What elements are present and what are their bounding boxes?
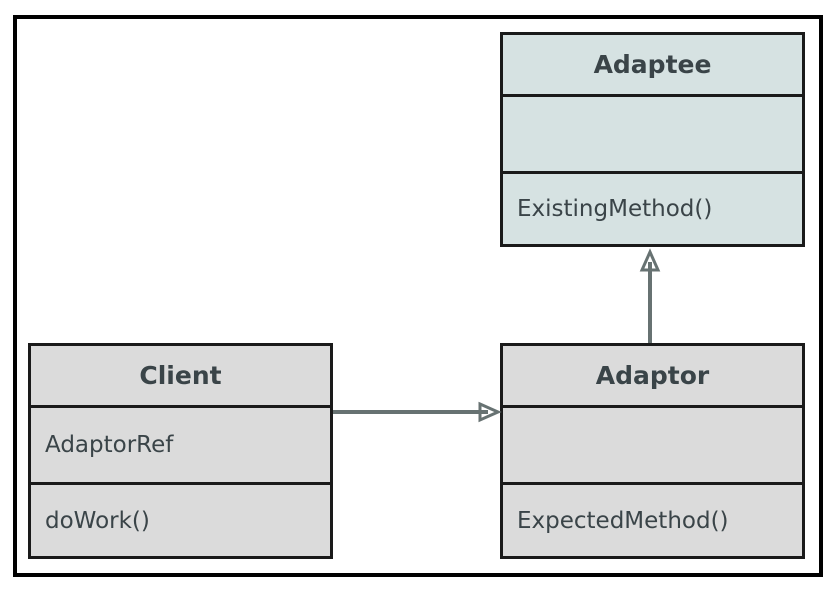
client-class-name: Client bbox=[139, 361, 222, 390]
adaptor-operations: ExpectedMethod() bbox=[503, 482, 802, 556]
adaptor-class-box: Adaptor ExpectedMethod() bbox=[500, 343, 805, 559]
adaptee-operations: ExistingMethod() bbox=[503, 171, 802, 244]
client-class-box: Client AdaptorRef doWork() bbox=[28, 343, 333, 559]
adaptee-attributes bbox=[503, 94, 802, 171]
client-attributes: AdaptorRef bbox=[31, 405, 330, 482]
adaptor-attributes bbox=[503, 405, 802, 482]
adaptee-class-box: Adaptee ExistingMethod() bbox=[500, 32, 805, 247]
client-operations: doWork() bbox=[31, 482, 330, 556]
adaptee-class-name: Adaptee bbox=[593, 50, 712, 79]
adaptor-class-name: Adaptor bbox=[595, 361, 710, 390]
